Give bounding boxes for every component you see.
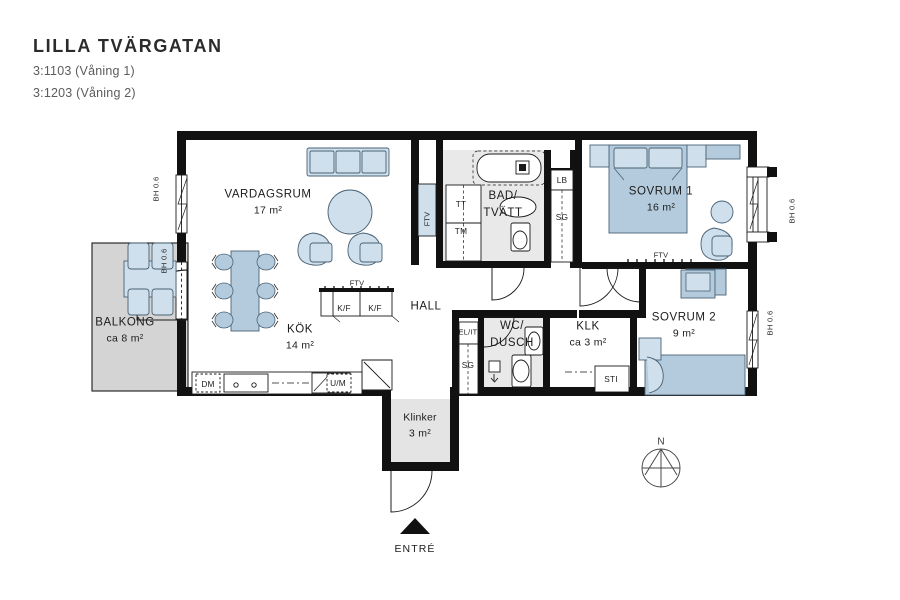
bathroom-fixtures [417,150,574,263]
entrance-label: ENTRÉ [394,543,436,555]
tag-el-it: EL/IT [458,327,478,337]
room-area: 14 m² [285,339,315,352]
room-name: VARDAGSRUM [224,188,312,201]
compass-rose-icon [641,448,681,488]
room-name: KÖK [287,323,313,336]
balcony-furniture [123,242,177,316]
room-label-klinker: Klinker 3 m² [403,410,437,442]
tag-lb: LB [556,174,568,185]
room-label-hall: HALL [411,298,442,315]
ventilation-ducts [622,259,697,266]
tag-kf-2: K/F [368,302,382,313]
page-title: LILLA TVÄRGATAN [33,36,223,56]
bedroom1-furniture [589,144,741,296]
apartment-id-floor-1: 3:1103 (Våning 1) [33,63,135,78]
room-area: ca 8 m² [106,332,144,345]
room-label-vardagsrum: VARDAGSRUM 17 m² [224,187,311,220]
room-label-balkong: BALKONG ca 8 m² [95,315,154,348]
room-name-line2: TVÄTT [483,207,523,219]
room-area: 16 m² [646,201,676,214]
tag-ftv-kitchen: FTV [349,278,365,288]
tag-sg-hall: SG [461,359,475,370]
room-area: 9 m² [672,327,696,340]
room-name: WC/ [499,319,525,332]
window-label-bh-east-lower: BH 0.6 [765,310,775,336]
room-label-wc-dusch: WC/ DUSCH [490,318,534,353]
room-label-sovrum2: SOVRUM 2 9 m² [652,310,716,343]
room-name: SOVRUM 2 [651,311,717,324]
entrance-arrow-icon [400,518,430,534]
room-name: BALKONG [95,316,155,329]
tag-ftv-bedroom: FTV [653,250,669,260]
window-label-bh-east-upper: BH 0.6 [787,198,797,224]
tag-um: U/M [330,377,346,388]
apartment-id-floor-2: 3:1203 (Våning 2) [33,85,136,100]
kitchen-fittings [191,286,400,395]
room-area: ca 3 m² [569,336,607,349]
window-label-bh-west-upper: BH 0.6 [151,176,161,202]
room-label-kok: KÖK 14 m² [286,322,314,355]
living-room-furniture [297,147,390,266]
tag-sti: STI [604,373,618,384]
bedroom2-furniture [638,269,746,396]
room-name: HALL [410,300,442,313]
room-name: KLK [576,320,600,333]
room-label-klk: KLK ca 3 m² [569,319,606,352]
compass-north-label: N [657,436,665,448]
tag-ftv-bath: FTV [422,211,432,227]
room-name-line2: DUSCH [490,337,534,349]
tag-tm: TM [454,225,468,236]
room-label-sovrum1: SOVRUM 1 16 m² [629,184,693,217]
tag-kf-1: K/F [337,302,351,313]
hall-fittings [458,321,630,395]
room-label-bad-tvatt: BAD/ TVÄTT [483,188,522,223]
room-area: 3 m² [408,427,432,439]
window-label-bh-west-lower: BH 0.6 [159,248,169,274]
room-name: Klinker [403,411,437,424]
title-block: LILLA TVÄRGATAN 3:1103 (Våning 1) 3:1203… [33,36,223,102]
dining-set [211,250,279,332]
windows[interactable] [175,166,777,369]
tag-tt: TT [455,198,467,209]
tag-sg-bath: SG [555,211,569,222]
tag-dm: DM [201,378,215,389]
room-name: BAD/ [488,189,518,202]
room-area: 17 m² [253,204,283,217]
room-name: SOVRUM 1 [628,185,694,198]
